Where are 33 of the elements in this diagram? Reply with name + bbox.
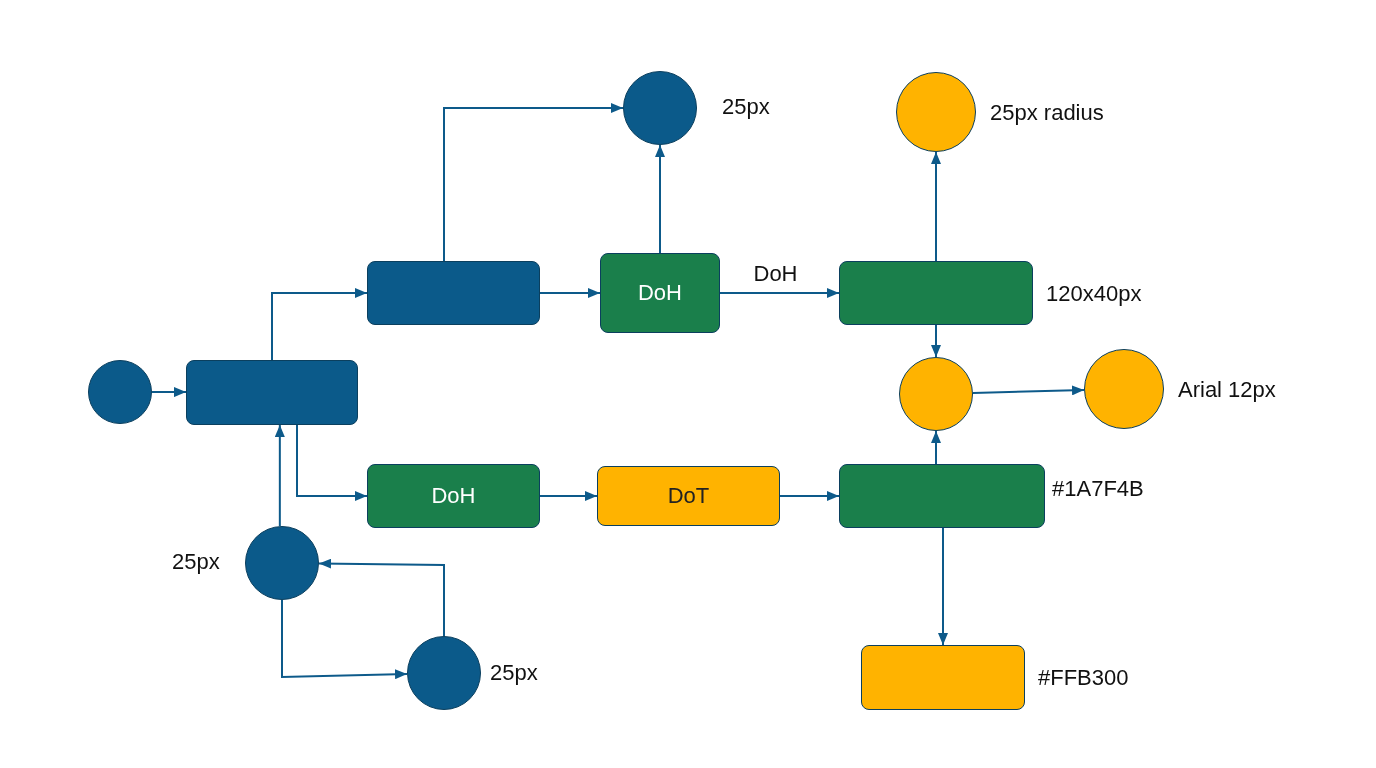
process-box: DoH <box>367 464 540 528</box>
node-note: 25px <box>722 96 770 118</box>
arrow <box>779 491 840 501</box>
node-note: Arial 12px <box>1178 379 1276 401</box>
process-box <box>839 261 1033 325</box>
process-box <box>367 261 540 325</box>
arrow <box>539 491 598 501</box>
arrow <box>271 288 368 361</box>
arrow <box>938 527 948 646</box>
node-note: 120x40px <box>1046 283 1142 305</box>
arrow <box>443 103 624 262</box>
arrow <box>318 558 445 637</box>
arrow <box>539 288 601 298</box>
arrow <box>296 424 368 501</box>
arrow <box>655 144 665 254</box>
process-box <box>861 645 1025 710</box>
node-note: #FFB300 <box>1038 667 1129 689</box>
arrow <box>719 288 840 298</box>
process-box: DoT <box>597 466 780 526</box>
arrow <box>281 599 408 680</box>
arrow <box>931 151 941 262</box>
arrow <box>151 387 187 398</box>
arrow <box>972 385 1085 396</box>
arrow <box>274 424 285 528</box>
node-note: 25px radius <box>990 102 1104 124</box>
process-box <box>839 464 1045 528</box>
node-note: 25px <box>490 662 538 684</box>
process-box <box>186 360 358 425</box>
node-note: 25px <box>172 551 220 573</box>
arrow <box>931 430 941 465</box>
node-note: #1A7F4B <box>1052 478 1144 500</box>
process-box: DoH <box>600 253 720 333</box>
arrow <box>931 324 941 358</box>
